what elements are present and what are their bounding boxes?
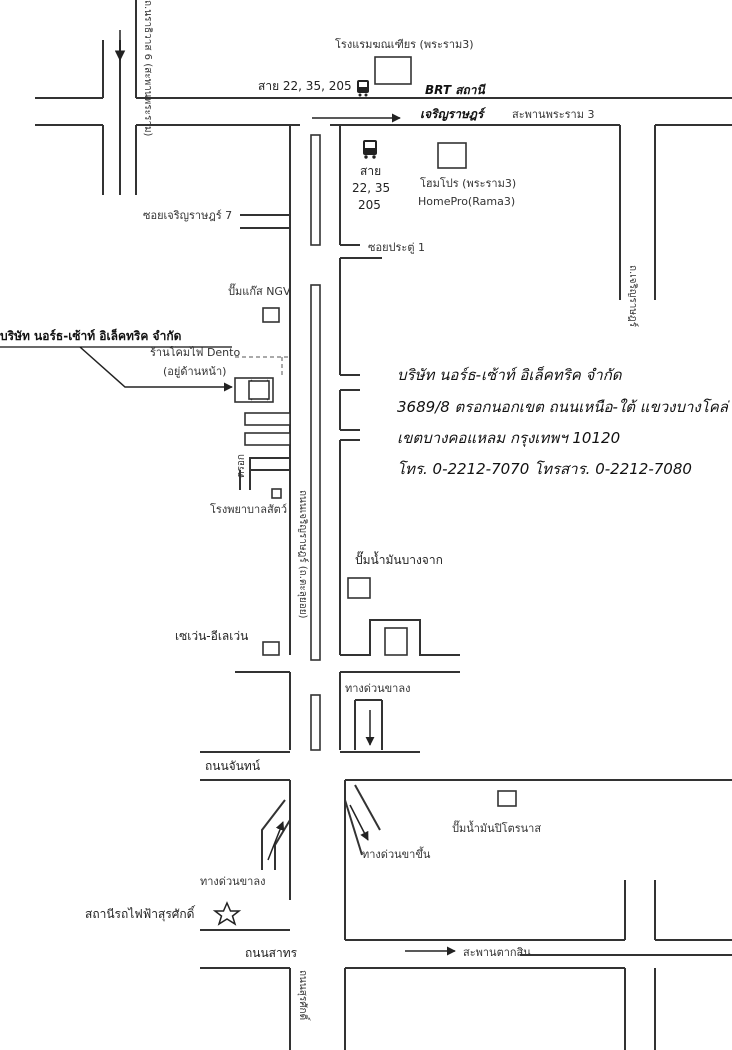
label-soi-charoen7: ซอยเจริญราษฎร์ 7 — [143, 209, 232, 222]
label-bus-mid-line3: 205 — [358, 198, 381, 212]
label-oil-petronas: ปั๊มน้ำมันปิโตรนาส — [452, 820, 541, 835]
label-expressway-down1: ทางด่วนขาลง — [345, 682, 410, 695]
label-seven-eleven: เซเว่น-อีเลเว่น — [175, 629, 248, 643]
ramp-expressway-down — [261, 799, 291, 870]
label-small-road: ตรอก — [236, 454, 247, 478]
label-company-callout: บริษัท นอร์ธ-เซ้าท์ อิเล็คทริค จำกัด — [0, 328, 182, 343]
label-vet: โรงพยาบาลสัตว์ — [210, 502, 287, 516]
company-name: บริษัท นอร์ธ-เซ้าท์ อิเล็คทริค จำกัด — [397, 366, 623, 384]
label-sathorn-road: ถนนสาทร — [245, 946, 298, 960]
label-brt-line1: BRT สถานี — [425, 83, 486, 97]
label-bus-mid-line1: สาย — [360, 164, 381, 178]
label-road-bottom: ถนนสุรศักดิ์ — [297, 970, 311, 1022]
bangchak-building — [347, 577, 371, 599]
hotel-building — [374, 56, 412, 85]
label-bus-top: สาย 22, 35, 205 — [258, 79, 352, 93]
label-taksin-bridge: สะพานตากสิน — [463, 946, 531, 959]
bus-icon — [363, 140, 377, 159]
road-rama3 — [35, 97, 732, 300]
label-expressway-down2: ทางด่วนขาลง — [200, 875, 265, 888]
label-dento-note: (อยู่ด้านหน้า) — [163, 365, 226, 378]
label-expressway-up: ทางด่วนขาขึ้น — [362, 846, 431, 861]
company-info-block: บริษัท นอร์ธ-เซ้าท์ อิเล็คทริค จำกัด 368… — [397, 366, 730, 478]
homepro-building — [437, 142, 467, 169]
label-road-top-left: ถ.นราธิวาส 6 (สะพานพระราม) — [142, 0, 153, 137]
label-homepro-en: HomePro(Rama3) — [418, 195, 515, 208]
label-oil-bangchak: ปั๊มน้ำมันบางจาก — [355, 551, 443, 567]
bangchak-lot — [340, 619, 460, 656]
petronas-building — [497, 790, 517, 807]
road-right-lower — [344, 880, 656, 940]
road-soi-pratu1 — [340, 244, 382, 259]
label-road-main: ถนนเจริญราษฎร์ (ถ.ตะลุยอย) — [297, 490, 309, 619]
company-callout-arrow — [79, 346, 233, 392]
label-soi-pratu1: ซอยประตู่ 1 — [368, 241, 425, 254]
label-ngv: ปั๊มแก๊ส NGV — [228, 283, 291, 298]
label-bus-mid-line2: 22, 35 — [352, 181, 390, 195]
star-icon — [212, 901, 242, 926]
road-right-lanes — [340, 374, 360, 441]
road-top-left-vertical — [102, 0, 137, 195]
label-road-right: ถ.เจริญราษฎร์ — [627, 265, 639, 328]
company-address1: 3689/8 ตรอกนอกเขต ถนนเหนือ-ใต้ แขวงบางโค… — [397, 398, 730, 416]
label-surasak-station: สถานีรถไฟฟ้าสุรศักดิ์ — [85, 905, 196, 922]
company-phone: โทร. 0-2212-7070 โทรสาร. 0-2212-7080 — [397, 460, 692, 478]
road-main-vertical — [289, 125, 341, 751]
road-expressway-junction — [235, 671, 460, 750]
label-dento: ร้านโคมไฟ Dento — [150, 345, 240, 359]
label-homepro-th: โฮมโปร (พระราม3) — [420, 176, 516, 190]
label-hotel: โรงแรมฆณเฑียร (พระราม3) — [335, 37, 474, 51]
ramp-expressway-up — [344, 784, 381, 856]
label-bridge-rama3: สะพานพระราม 3 — [512, 108, 594, 121]
seven-eleven-building — [262, 641, 280, 656]
company-address2: เขตบางคอแหลม กรุงเทพฯ 10120 — [397, 429, 620, 447]
road-soi-charoen7 — [240, 214, 290, 229]
road-sathorn — [200, 929, 732, 1050]
label-brt-line2: เจริญราษฎร์ — [420, 107, 486, 121]
bus-icon — [357, 80, 369, 97]
company-blocks — [234, 307, 291, 499]
label-chan-road: ถนนจันทน์ — [205, 759, 260, 773]
